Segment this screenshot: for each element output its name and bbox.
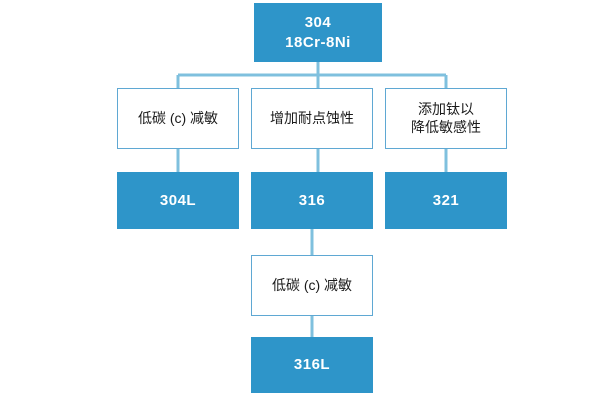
node-304l-grade[interactable]: 304L — [117, 172, 239, 229]
node-316-label: 316 — [298, 191, 326, 209]
node-304l-label: 304L — [159, 191, 197, 209]
node-316l-grade[interactable]: 316L — [251, 337, 373, 393]
node-condition-low-carbon-1[interactable]: 低碳 (c) 减敏 — [117, 88, 239, 149]
node-321-grade[interactable]: 321 — [385, 172, 507, 229]
node-316-grade[interactable]: 316 — [251, 172, 373, 229]
node-condition-add-titanium-label: 添加钛以 降低敏感性 — [411, 100, 481, 135]
node-condition-low-carbon-2-label: 低碳 (c) 减敏 — [271, 276, 353, 293]
node-321-label: 321 — [432, 191, 460, 209]
node-304-label: 304 18Cr-8Ni — [285, 14, 351, 51]
node-condition-add-titanium[interactable]: 添加钛以 降低敏感性 — [385, 88, 507, 149]
node-condition-low-carbon-2[interactable]: 低碳 (c) 减敏 — [251, 255, 373, 316]
node-304-base-grade[interactable]: 304 18Cr-8Ni — [254, 3, 382, 62]
node-condition-low-carbon-1-label: 低碳 (c) 减敏 — [137, 109, 219, 126]
node-316l-label: 316L — [293, 356, 331, 374]
node-condition-pitting-resistance[interactable]: 增加耐点蚀性 — [251, 88, 373, 149]
node-condition-pitting-resistance-label: 增加耐点蚀性 — [270, 109, 354, 126]
